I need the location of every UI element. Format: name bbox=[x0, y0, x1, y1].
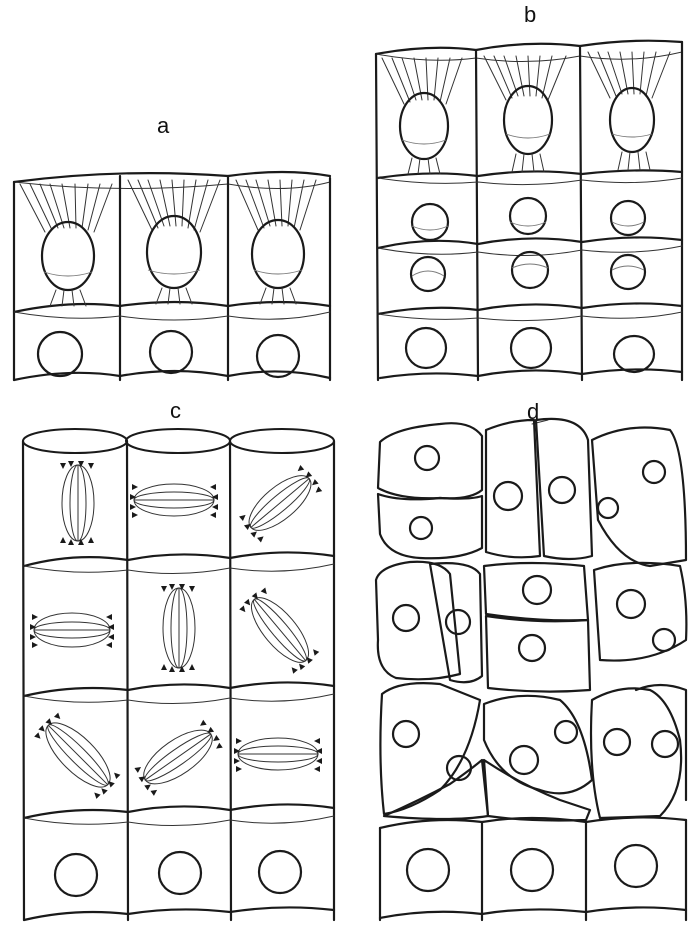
panel-b-label: b bbox=[524, 2, 536, 27]
panel-c-nucleus-2 bbox=[159, 852, 201, 894]
spindle-r3c1 bbox=[33, 710, 123, 800]
panel-d-nucleus-2 bbox=[511, 849, 553, 891]
panel-d-nucleus-3 bbox=[615, 845, 657, 887]
panel-a: a bbox=[14, 113, 330, 380]
panel-a-label: a bbox=[157, 113, 170, 138]
panel-d-nucleus-1 bbox=[407, 849, 449, 891]
panel-a-cell-2 bbox=[128, 180, 220, 373]
spindle-r3c3 bbox=[234, 738, 322, 772]
panel-c-nucleus-1 bbox=[55, 854, 97, 896]
spindle-r1c3 bbox=[238, 464, 324, 544]
spindle-r2c2 bbox=[161, 584, 195, 672]
panel-c: c bbox=[23, 398, 334, 920]
panel-a-cell-1 bbox=[20, 184, 112, 376]
panel-a-cell-3 bbox=[236, 180, 316, 377]
panel-b-cell-3 bbox=[588, 52, 670, 372]
panel-c-label: c bbox=[170, 398, 181, 423]
spindle-r2c1 bbox=[30, 613, 114, 648]
panel-d: d bbox=[376, 399, 686, 920]
spindle-r2c3 bbox=[238, 586, 321, 675]
spindle-r1c1 bbox=[60, 461, 94, 545]
panel-b-cell-1 bbox=[382, 58, 462, 368]
panel-c-nucleus-3 bbox=[259, 851, 301, 893]
panel-b-cell-2 bbox=[484, 56, 566, 368]
spindle-r3c2 bbox=[132, 718, 224, 797]
panel-b: b bbox=[376, 2, 682, 380]
spindle-r1c2 bbox=[130, 484, 218, 518]
